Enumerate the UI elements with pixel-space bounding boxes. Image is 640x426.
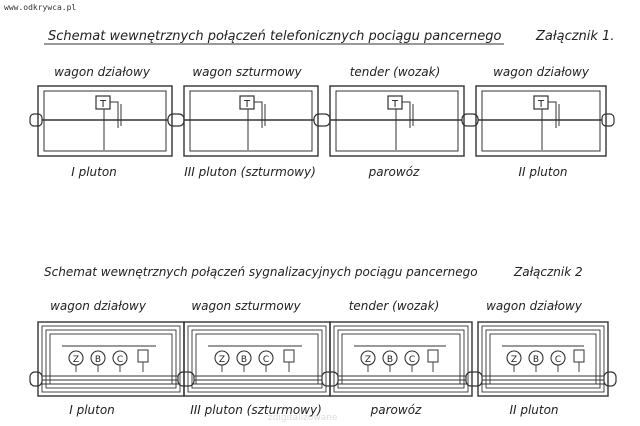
d1-wagon1-name: wagon działowy (54, 65, 151, 79)
signalling-diagram: Schemat wewnętrznych połączeń sygnalizac… (29, 265, 617, 417)
d2-sym-z: Z (73, 355, 79, 365)
d2-wagon3-name: tender (wozak) (349, 299, 440, 313)
d2-wagon1: Z B C (37, 321, 185, 397)
diagram2-annex: Załącznik 2 (513, 265, 583, 279)
bell-icon (137, 349, 149, 363)
d1-wagon2-name: wagon szturmowy (192, 65, 302, 79)
diagram1-annex: Załącznik 1. (535, 29, 614, 44)
d2-sym-c: C (117, 355, 123, 365)
d2-wagon4-name: wagon działowy (486, 299, 583, 313)
d2-sym-b: B (241, 355, 247, 365)
d2-wagon1-name: wagon działowy (50, 299, 147, 313)
d2-wagon3-unit: parowóz (370, 403, 422, 417)
bell-icon (573, 349, 585, 363)
d2-sym-z: Z (511, 355, 517, 365)
d2-sym-z: Z (365, 355, 371, 365)
d1-wagon4-name: wagon działowy (493, 65, 590, 79)
d2-wagon4: Z B C (477, 321, 609, 397)
d1-wagon3: T (329, 85, 465, 157)
d2-sym-c: C (263, 355, 269, 365)
d1-phone-label: T (537, 99, 545, 110)
d1-phone-label: T (243, 99, 251, 110)
d2-sym-c: C (555, 355, 561, 365)
d1-phone-label: T (99, 99, 107, 110)
d1-couplings (29, 113, 615, 127)
d2-wagon2-name: wagon szturmowy (191, 299, 301, 313)
diagram2-title: Schemat wewnętrznych połączeń sygnalizac… (44, 265, 478, 279)
telephone-diagram: Schemat wewnętrznych połączeń telefonicz… (29, 29, 615, 179)
d2-wagon1-unit: I pluton (69, 403, 115, 417)
d2-sym-z: Z (219, 355, 225, 365)
d2-sym-b: B (533, 355, 539, 365)
d2-sym-b: B (387, 355, 393, 365)
d2-wagon2: Z B C (183, 321, 331, 397)
d2-sym-c: C (409, 355, 415, 365)
bell-icon (427, 349, 439, 363)
d2-wagon4-unit: II pluton (509, 403, 558, 417)
d1-wagon3-unit: parowóz (368, 165, 420, 179)
d2-sym-b: B (95, 355, 101, 365)
d1-wagon3-name: tender (wozak) (350, 65, 441, 79)
d2-wagon2-unit: III pluton (szturmowy) (190, 403, 322, 417)
site-label: www.odkrywca.pl (4, 3, 76, 12)
d1-wagon2-unit: III pluton (szturmowy) (184, 165, 316, 179)
d1-wagon4: T (475, 85, 607, 157)
d1-wagon1-unit: I pluton (71, 165, 117, 179)
d2-wagon3: Z B C (329, 321, 473, 397)
bell-icon (283, 349, 295, 363)
d1-phone-label: T (391, 99, 399, 110)
d1-wagon1: T (37, 85, 173, 157)
d1-wagon4-unit: II pluton (518, 165, 567, 179)
watermark: zdigitalizowane (268, 413, 338, 423)
diagram1-title: Schemat wewnętrznych połączeń telefonicz… (48, 29, 501, 44)
d1-wagon2: T (183, 85, 319, 157)
